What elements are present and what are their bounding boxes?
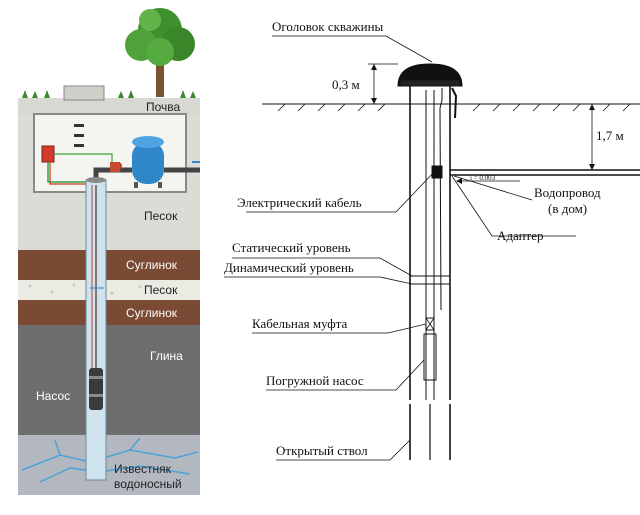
pit-chimney	[63, 85, 105, 101]
left-cross-section: Почва Песок Суглинок Песок Суглинок Глин…	[18, 8, 200, 495]
label-soil: Почва	[146, 100, 181, 114]
label-cable: Электрический кабель	[237, 195, 362, 210]
label-pump-left: Насос	[36, 389, 70, 403]
electric-wire-green	[47, 162, 90, 183]
layer-limestone	[18, 435, 200, 495]
label-loam-2: Суглинок	[126, 306, 178, 320]
submersible-pump	[423, 333, 437, 381]
control-wire	[54, 153, 113, 162]
adapter-fitting	[431, 165, 443, 179]
label-depth-17: 1,7 м	[596, 128, 624, 143]
label-static-level: Статический уровень	[232, 240, 351, 255]
grass-tufts	[22, 90, 196, 98]
right-labels: Оголовок скважины 0,3 м 1,7 м i = 0.003 …	[224, 19, 624, 458]
control-box	[41, 145, 55, 163]
label-water-pipe-1: Водопровод	[534, 185, 601, 200]
label-wellhead: Оголовок скважины	[272, 19, 384, 34]
label-slope: i = 0.003	[470, 174, 496, 182]
pressure-tank	[132, 136, 164, 188]
vent-slots	[74, 124, 84, 147]
leader-lines	[224, 35, 576, 461]
label-limestone-2: водоносный	[114, 477, 182, 491]
label-clay: Глина	[150, 349, 183, 363]
label-water-pipe-2: (в дом)	[548, 201, 587, 216]
pump-illustration	[89, 368, 103, 410]
layer-sand-2	[18, 280, 200, 300]
layer-clay	[18, 325, 200, 435]
label-adapter: Адаптер	[497, 228, 544, 243]
inner-cable	[439, 88, 443, 311]
layer-loam-1	[18, 250, 200, 280]
label-sand-2: Песок	[144, 283, 178, 297]
label-sand-1: Песок	[144, 209, 178, 223]
label-open-bore: Открытый ствол	[276, 443, 368, 458]
ground-hatching	[277, 103, 631, 112]
layer-loam-2	[18, 300, 200, 325]
well-casing	[85, 177, 107, 481]
pressure-switch	[110, 162, 120, 172]
label-coupling: Кабельная муфта	[252, 316, 348, 331]
external-cable	[451, 87, 458, 119]
tree-illustration	[125, 8, 195, 97]
label-limestone-1: Известняк	[114, 462, 172, 476]
label-pump: Погружной насос	[266, 373, 364, 388]
electric-wire-red	[49, 162, 92, 185]
sand-texture	[28, 283, 172, 295]
label-loam-1: Суглинок	[126, 258, 178, 272]
layer-soil	[18, 98, 200, 114]
label-height-03: 0,3 м	[332, 77, 360, 92]
label-dynamic-level: Динамический уровень	[224, 260, 354, 275]
right-technical-drawing	[224, 35, 640, 461]
